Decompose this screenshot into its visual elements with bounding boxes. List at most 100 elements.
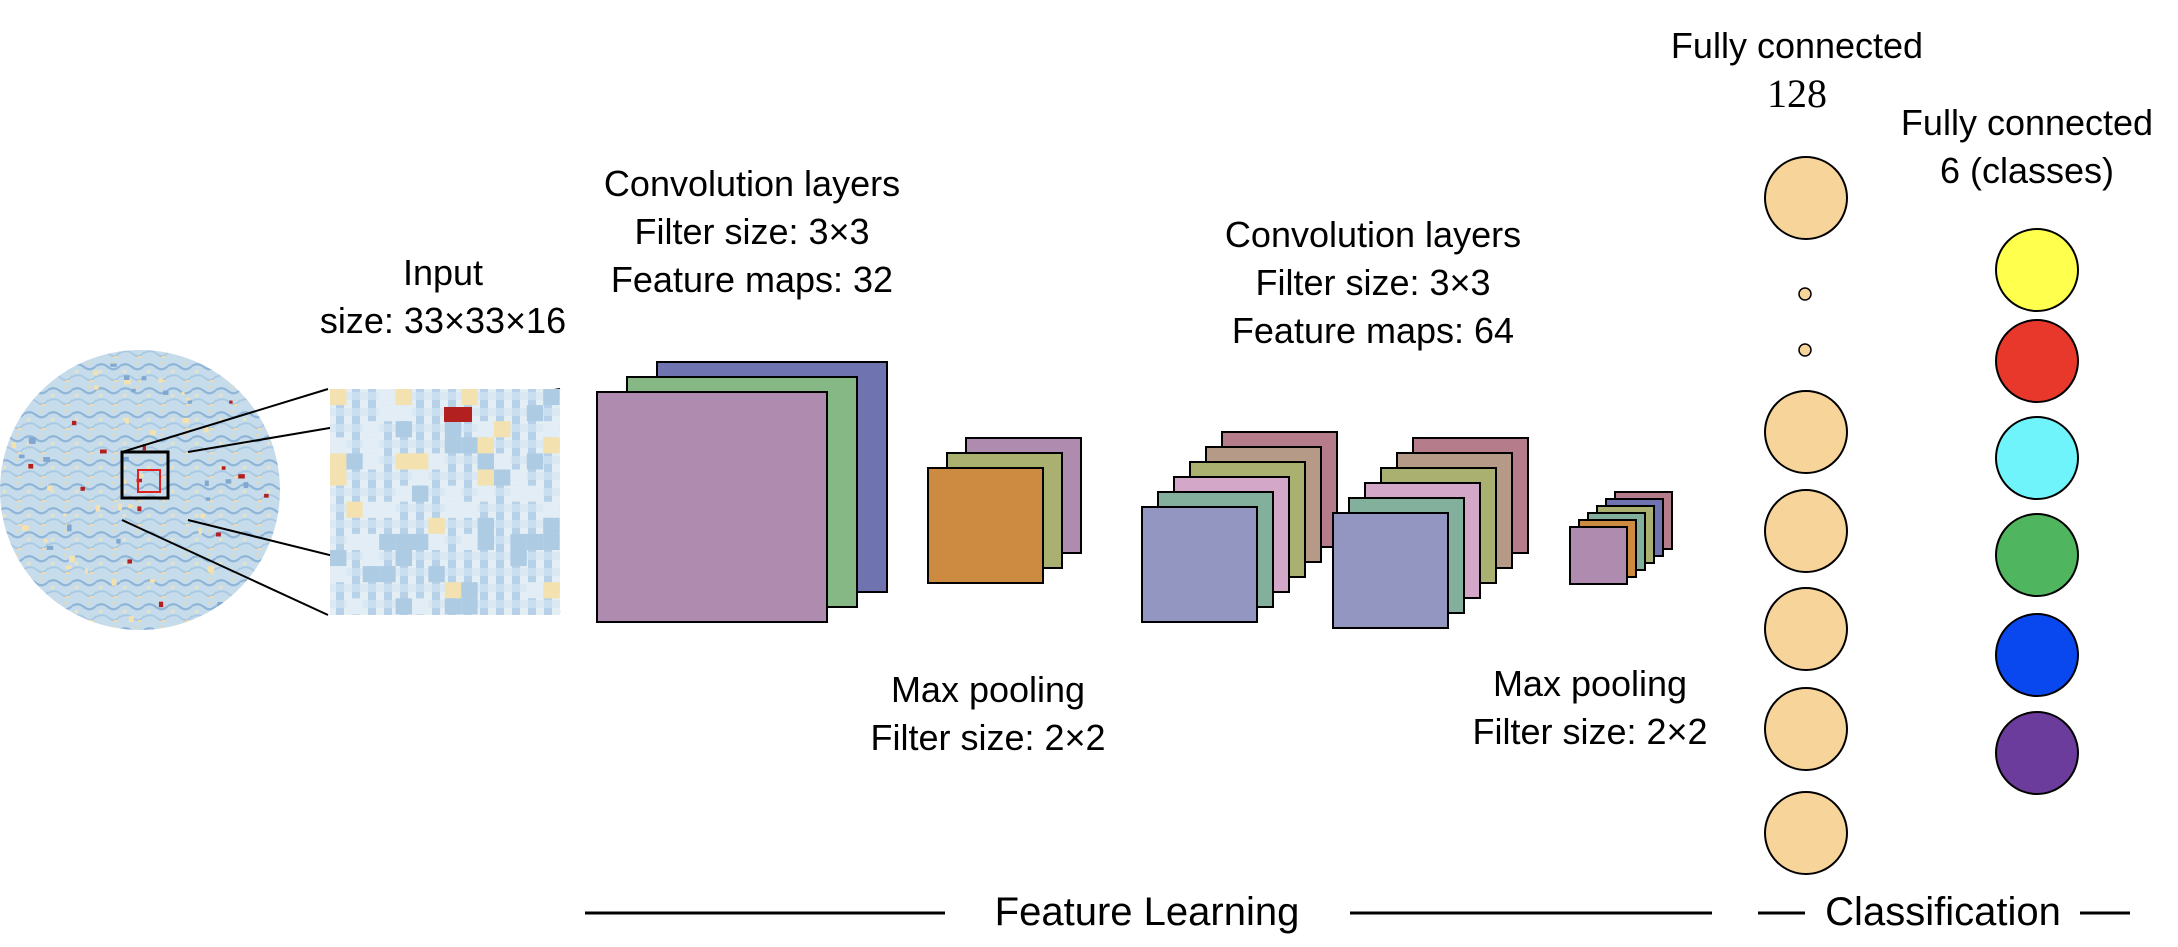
pool2-map-6 <box>1569 526 1628 585</box>
fc128-node-2 <box>1764 390 1848 474</box>
patch-cell <box>395 405 412 422</box>
patch-cell <box>395 421 412 438</box>
tissue-speck <box>47 485 53 491</box>
tissue-speck <box>116 538 121 544</box>
tissue-speck <box>207 566 215 573</box>
patch-cell <box>362 566 380 583</box>
patch-cell <box>526 485 544 502</box>
patch-cell <box>510 550 527 567</box>
fc1-label: Fully connected 128 <box>1671 22 1923 118</box>
pool1-feature-maps <box>927 437 1082 584</box>
class-node-4 <box>1995 513 2079 597</box>
fc128-ellipsis-dot-2 <box>1798 343 1812 357</box>
tissue-speck <box>28 437 36 444</box>
patch-cell <box>346 453 363 470</box>
tissue-speck <box>264 493 269 498</box>
patch-cell <box>362 533 380 550</box>
patch-cell <box>330 550 347 567</box>
class-node-3 <box>1995 416 2079 500</box>
fc128-node-3 <box>1764 489 1848 573</box>
patch-cell <box>543 517 560 534</box>
tissue-speck <box>187 400 193 404</box>
class-node-6 <box>1995 711 2079 795</box>
tissue-speck <box>43 539 48 543</box>
tissue-speck <box>200 513 205 519</box>
input-label: Input size: 33×33×16 <box>320 249 566 345</box>
tissue-speck <box>182 417 190 424</box>
tissue-image <box>0 350 280 630</box>
patch-cell <box>362 501 380 518</box>
patch-cell <box>477 533 494 550</box>
patch-cell <box>461 533 478 550</box>
tissue-speck <box>138 473 144 478</box>
patch-cell <box>526 582 544 599</box>
patch-cell <box>461 437 478 454</box>
patch-cell <box>379 405 396 422</box>
fc128-node-1 <box>1764 156 1848 240</box>
patch-cell <box>543 582 560 599</box>
tissue-speck <box>142 444 146 451</box>
conv1-feature-maps <box>596 361 888 623</box>
tissue-speck <box>215 532 221 537</box>
tissue-speck <box>123 456 129 462</box>
tissue-speck <box>238 474 245 479</box>
conv2-feature-maps-b <box>1332 437 1529 629</box>
pool2-filter: Filter size: 2×2 <box>1472 711 1708 752</box>
conv1-map-3 <box>596 391 828 623</box>
tissue-speck <box>65 565 72 570</box>
patch-cell <box>510 469 527 486</box>
tissue-speck <box>268 574 273 580</box>
feature-learning-label: Feature Learning <box>994 890 1300 934</box>
patch-cell <box>477 485 494 502</box>
patch-cell <box>477 469 494 486</box>
patch-cell <box>444 582 462 599</box>
patch-cell <box>395 533 412 550</box>
fc128-node-4 <box>1764 587 1848 671</box>
conv1-label: Convolution layers Filter size: 3×3 Feat… <box>604 160 900 304</box>
patch-cell <box>428 517 445 534</box>
patch-cell <box>412 453 429 470</box>
tissue-speck <box>46 545 54 550</box>
patch-cell <box>428 453 445 470</box>
patch-cell <box>543 389 560 406</box>
tissue-speck <box>128 504 133 509</box>
patch-cell <box>379 389 396 406</box>
pool1-label: Max pooling Filter size: 2×2 <box>870 666 1105 762</box>
conv2-filter: Filter size: 3×3 <box>1255 262 1491 303</box>
patch-cell <box>330 566 347 583</box>
patch-cell <box>494 453 511 470</box>
tissue-speck <box>118 503 122 511</box>
conv2b-map-6 <box>1332 512 1449 629</box>
patch-cell <box>543 533 560 550</box>
fc2-count: 6 (classes) <box>1939 150 2115 191</box>
patch-cell <box>362 550 380 567</box>
pool2-label: Max pooling Filter size: 2×2 <box>1472 660 1707 756</box>
fc2-label: Fully connected 6 (classes) <box>1901 99 2153 195</box>
patch-cell <box>461 582 478 599</box>
patch-cell <box>526 533 544 550</box>
conv2-title: Convolution layers <box>1224 214 1522 255</box>
conv2-feature-maps-a <box>1141 431 1338 623</box>
tissue-speck <box>158 601 164 608</box>
patch-cell <box>395 598 412 615</box>
tissue-speck <box>93 385 99 390</box>
patch-cell <box>526 453 544 470</box>
patch-cell <box>395 550 412 567</box>
tissue-speck <box>92 370 99 376</box>
zoom-line-top <box>121 388 329 453</box>
patch-cell <box>461 501 478 518</box>
tissue-speck <box>28 463 34 469</box>
tissue-speck <box>266 605 273 611</box>
fc128-node-6 <box>1764 791 1848 875</box>
pool1-title: Max pooling <box>890 669 1086 710</box>
fc128-nodes <box>1764 156 1848 875</box>
patch-cell <box>444 485 462 502</box>
conv2a-map-6 <box>1141 506 1258 623</box>
tissue-speck <box>68 555 75 563</box>
tissue-speck <box>128 616 134 622</box>
patch-cell <box>330 389 347 406</box>
tissue-speck <box>71 420 77 426</box>
tissue-speck <box>27 373 31 379</box>
